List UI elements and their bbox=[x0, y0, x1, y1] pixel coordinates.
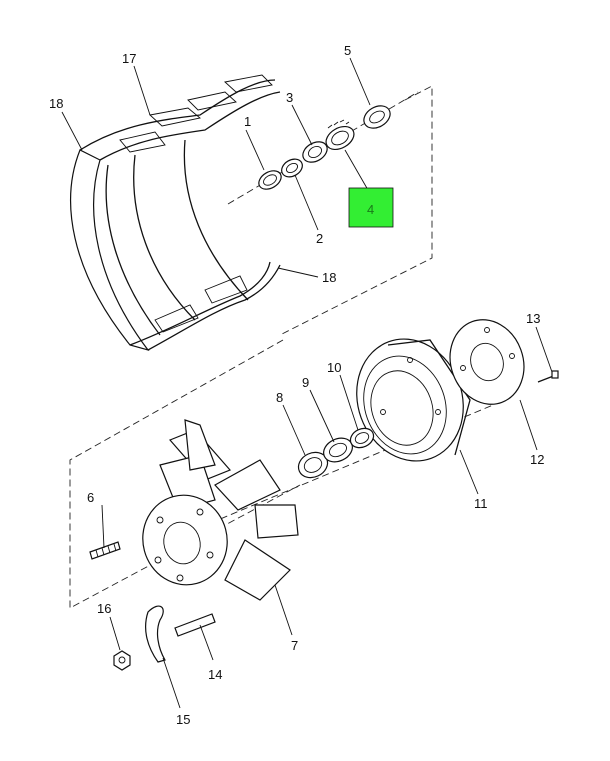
part-15-clamp bbox=[145, 605, 166, 663]
part-6-stud bbox=[89, 541, 121, 560]
callout-5: 5 bbox=[344, 43, 351, 58]
part-3-cup bbox=[302, 141, 328, 163]
callout-8: 8 bbox=[276, 390, 283, 405]
callout-18-lower: 18 bbox=[322, 270, 336, 285]
callout-7: 7 bbox=[291, 638, 298, 653]
part-11-hub bbox=[356, 338, 471, 462]
part-12-plate bbox=[449, 319, 525, 405]
part-5-cup bbox=[363, 105, 391, 129]
callout-12: 12 bbox=[530, 452, 544, 467]
callout-11: 11 bbox=[474, 496, 488, 511]
callout-17: 17 bbox=[122, 51, 136, 66]
callout-15: 15 bbox=[176, 712, 190, 727]
callout-6: 6 bbox=[87, 490, 94, 505]
callout-4[interactable]: 4 bbox=[367, 202, 374, 217]
upper-dashed-boundary bbox=[279, 85, 433, 336]
part-13-screw bbox=[537, 370, 559, 383]
part-14-bolt bbox=[174, 613, 216, 637]
callout-2: 2 bbox=[316, 231, 323, 246]
callout-16: 16 bbox=[97, 601, 111, 616]
callout-18-upper: 18 bbox=[49, 96, 63, 111]
highlight-box bbox=[348, 187, 394, 228]
part-1-race bbox=[258, 170, 282, 190]
part-2-seal bbox=[281, 158, 303, 178]
part-16-nut bbox=[113, 650, 131, 671]
callout-13: 13 bbox=[526, 311, 540, 326]
callout-14: 14 bbox=[208, 667, 222, 682]
callout-1: 1 bbox=[244, 114, 251, 129]
leader-lines bbox=[61, 57, 553, 709]
part-4-bearing-cone bbox=[325, 119, 355, 151]
callout-10: 10 bbox=[327, 360, 341, 375]
callout-3: 3 bbox=[286, 90, 293, 105]
fan-shroud bbox=[70, 74, 281, 352]
part-7-fan bbox=[142, 419, 299, 601]
callout-9: 9 bbox=[302, 375, 309, 390]
